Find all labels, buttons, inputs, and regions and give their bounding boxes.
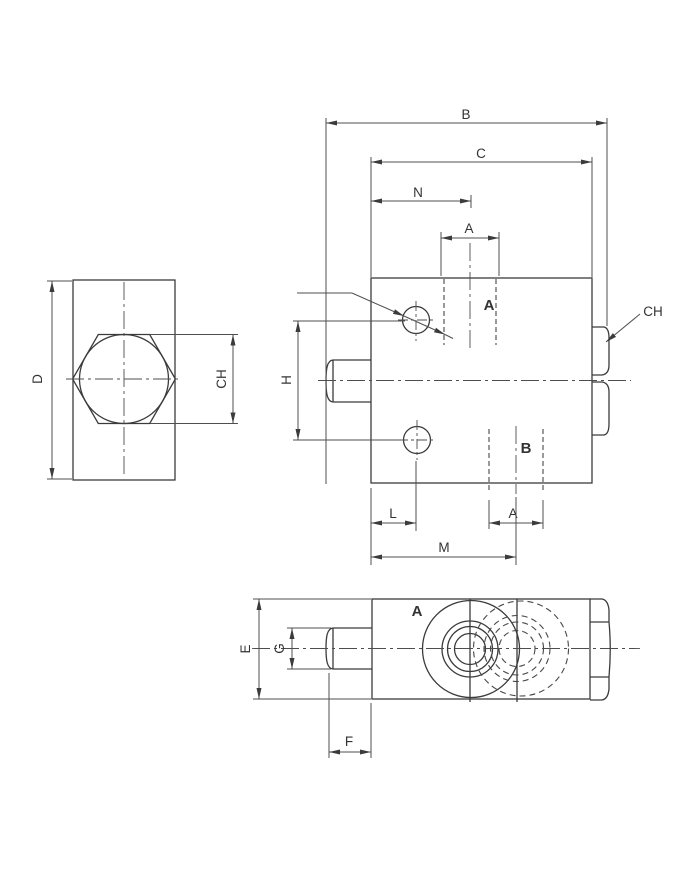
port-a-front-label: A xyxy=(484,297,495,314)
port-labels: A B A xyxy=(412,297,532,620)
side-plug-front xyxy=(325,359,371,403)
dimension-l: L xyxy=(370,461,417,565)
hidden-lines xyxy=(443,279,570,697)
leader-ch-front: CH xyxy=(605,304,663,343)
cavity-section-lines xyxy=(469,599,518,702)
dim-label-ch-side: CH xyxy=(214,369,229,389)
dim-label-m: M xyxy=(438,540,449,555)
lock-nut-front xyxy=(592,326,610,436)
dimension-ch-side: CH xyxy=(150,334,238,424)
lock-nut-bottom xyxy=(590,598,611,701)
dim-label-a-top: A xyxy=(464,221,473,236)
dimension-b: B xyxy=(325,107,608,484)
dim-label-d: D xyxy=(30,374,45,384)
dim-label-ch-front: CH xyxy=(643,304,663,319)
bottom-view-outline xyxy=(371,598,591,700)
center-lines xyxy=(66,243,640,649)
side-plug-bottom xyxy=(325,627,372,670)
dim-label-h: H xyxy=(279,375,294,385)
port-a-bottom-label: A xyxy=(412,603,423,620)
dimension-f: F xyxy=(328,673,372,758)
port-b-front-label: B xyxy=(521,440,532,457)
dim-label-c: C xyxy=(476,146,486,161)
port-b-hidden xyxy=(488,429,544,492)
dim-label-b: B xyxy=(461,107,470,122)
object-lines xyxy=(71,277,611,702)
dimension-m: M xyxy=(371,497,517,565)
dim-label-g: G xyxy=(272,643,287,654)
dimensions: B C N A H L xyxy=(30,107,663,758)
dimension-d: D xyxy=(30,280,72,480)
dimension-g: G xyxy=(272,627,331,670)
dimension-e: E xyxy=(238,598,371,700)
dimension-n: N xyxy=(371,185,472,208)
dim-label-e: E xyxy=(238,644,253,653)
dimension-c: C xyxy=(370,146,593,277)
dim-label-a-bottom: A xyxy=(508,506,517,521)
dim-label-n: N xyxy=(413,185,423,200)
dim-label-l: L xyxy=(389,506,397,521)
port-a-hidden xyxy=(443,279,497,345)
leader-hole-diameter xyxy=(297,292,454,339)
dim-label-f: F xyxy=(345,734,353,749)
bottom-view xyxy=(325,598,611,702)
dimension-h: H xyxy=(279,320,405,441)
cavity-circles-solid xyxy=(421,599,521,699)
dimension-a-top: A xyxy=(440,221,500,276)
